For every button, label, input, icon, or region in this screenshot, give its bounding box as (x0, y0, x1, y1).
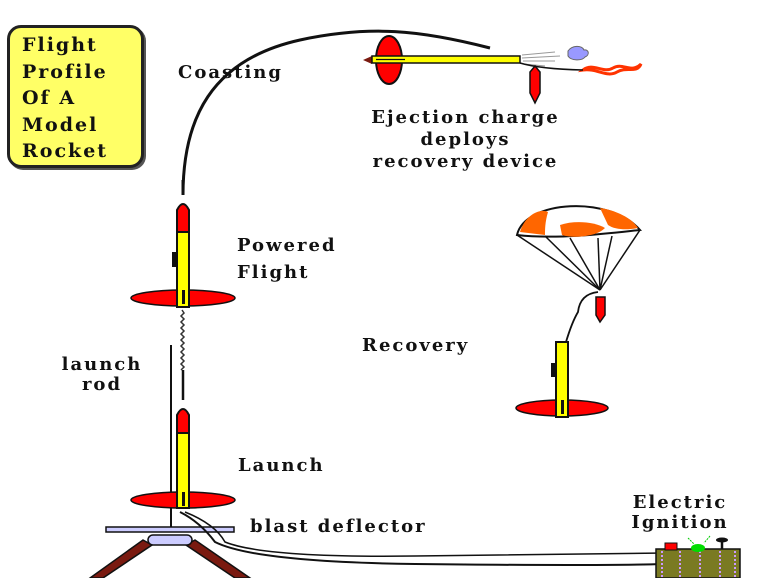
launch-pad (88, 511, 666, 578)
label-ejection: Ejection charge deploys recovery device (323, 107, 608, 173)
label-launch-rod: launch rod (38, 355, 166, 395)
label-powered-flight: Powered Flight (237, 232, 337, 286)
exhaust-trail (179, 309, 186, 371)
recovery-rocket (515, 341, 609, 418)
title-line: Profile (22, 60, 108, 83)
parachute (515, 205, 643, 343)
label-launch-rod-line2: rod (81, 374, 123, 395)
label-launch-rod-line1: launch (61, 354, 143, 375)
ejection-smoke (521, 51, 561, 67)
label-recovery: Recovery (362, 335, 470, 356)
label-powered: Powered (237, 235, 337, 256)
ejection-rocket (363, 35, 643, 105)
green-indicator (691, 544, 705, 552)
ignition-button (716, 537, 728, 543)
label-coasting: Coasting (178, 62, 283, 83)
coasting-trajectory (181, 29, 491, 196)
recovery-nose-cone (595, 296, 606, 324)
title-line: Flight (22, 34, 98, 56)
ignition-controller (655, 535, 741, 578)
powered-flight-rocket (130, 180, 236, 400)
label-electric: Electric (632, 492, 728, 513)
title-line: Of A (22, 87, 77, 109)
blast-deflector-plate (105, 526, 235, 533)
label-blast-deflector: blast deflector (250, 516, 427, 537)
launch-leg-right (184, 539, 252, 578)
label-electric-ignition: Electric Ignition (605, 493, 755, 533)
nose-cone (529, 64, 541, 105)
label-ejection-line: Ejection charge (371, 107, 560, 128)
ejection-puff (567, 45, 589, 61)
streamer (577, 62, 643, 76)
title-line: Model (22, 113, 99, 136)
launch-rocket (130, 408, 236, 509)
label-ejection-line: recovery device (372, 151, 559, 172)
label-flight: Flight (237, 262, 310, 283)
title-line: Rocket (22, 140, 109, 162)
red-indicator (664, 542, 678, 551)
label-launch: Launch (238, 455, 325, 476)
title-box: Flight Profile Of A Model Rocket (7, 25, 144, 168)
label-ignition: Ignition (631, 512, 729, 533)
label-ejection-line: deploys (420, 129, 511, 150)
ignition-wire (179, 511, 666, 566)
launch-leg-left (88, 539, 154, 578)
